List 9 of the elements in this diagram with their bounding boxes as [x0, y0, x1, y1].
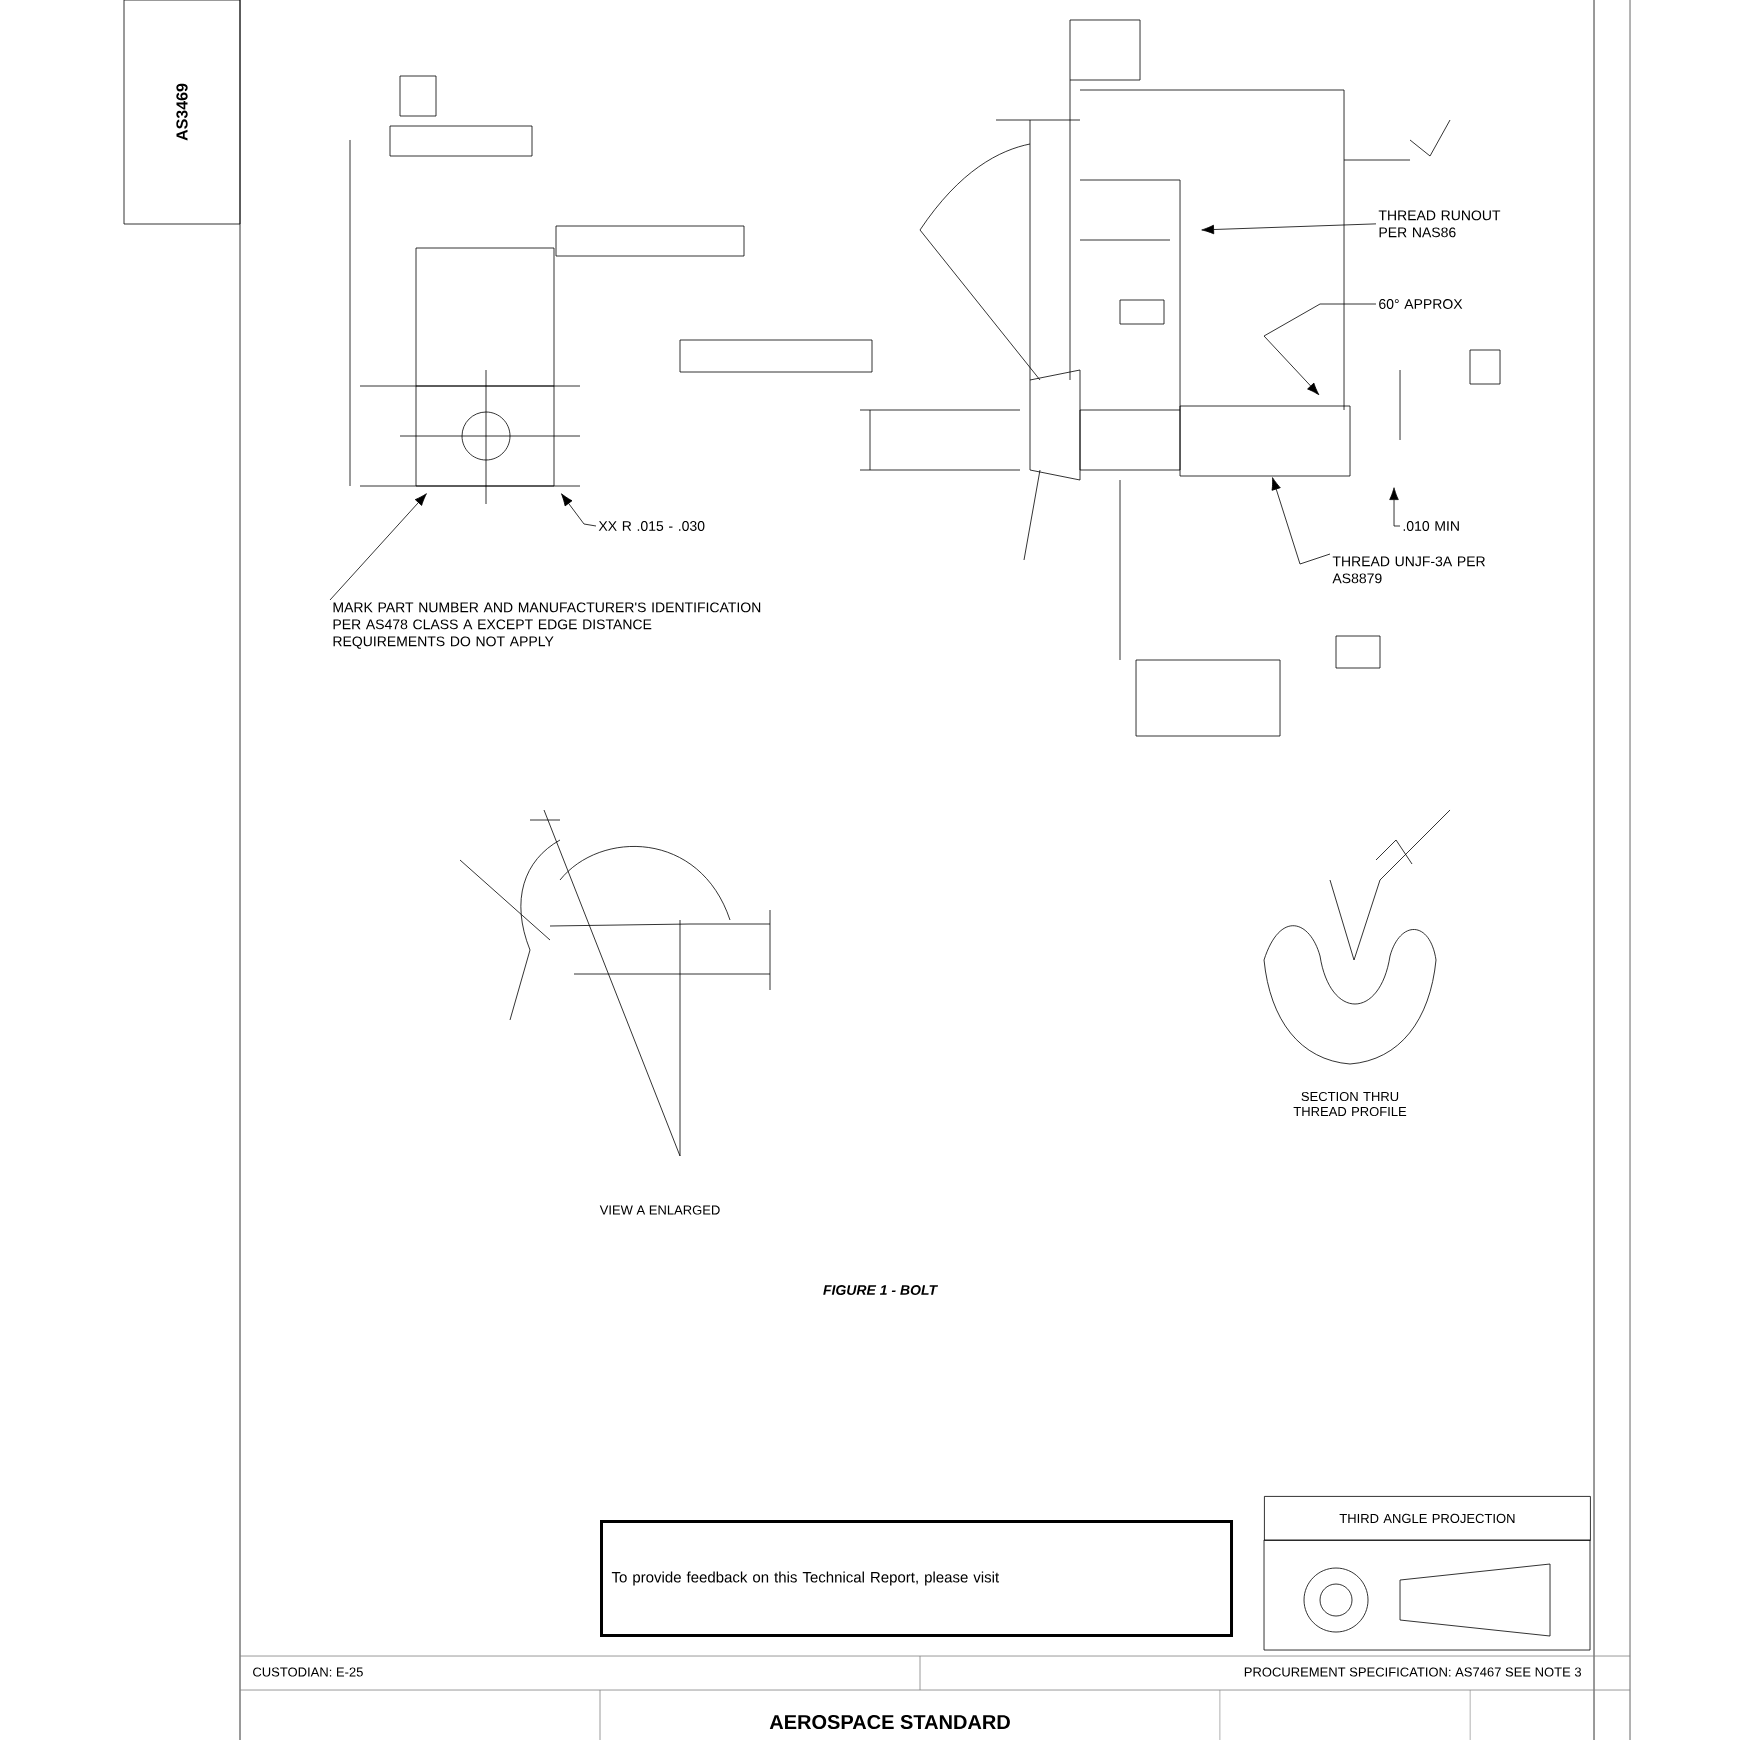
leader-line — [329, 493, 427, 601]
leader-line — [1263, 303, 1377, 396]
leader-line — [1271, 477, 1331, 565]
document-type: AEROSPACE STANDARD — [769, 1714, 1010, 1730]
leader-line — [561, 493, 597, 527]
title-number: AS3469 — [176, 83, 188, 141]
leader-line — [1201, 223, 1377, 235]
bolt-end-view — [415, 385, 555, 487]
leader-line — [1389, 487, 1401, 527]
